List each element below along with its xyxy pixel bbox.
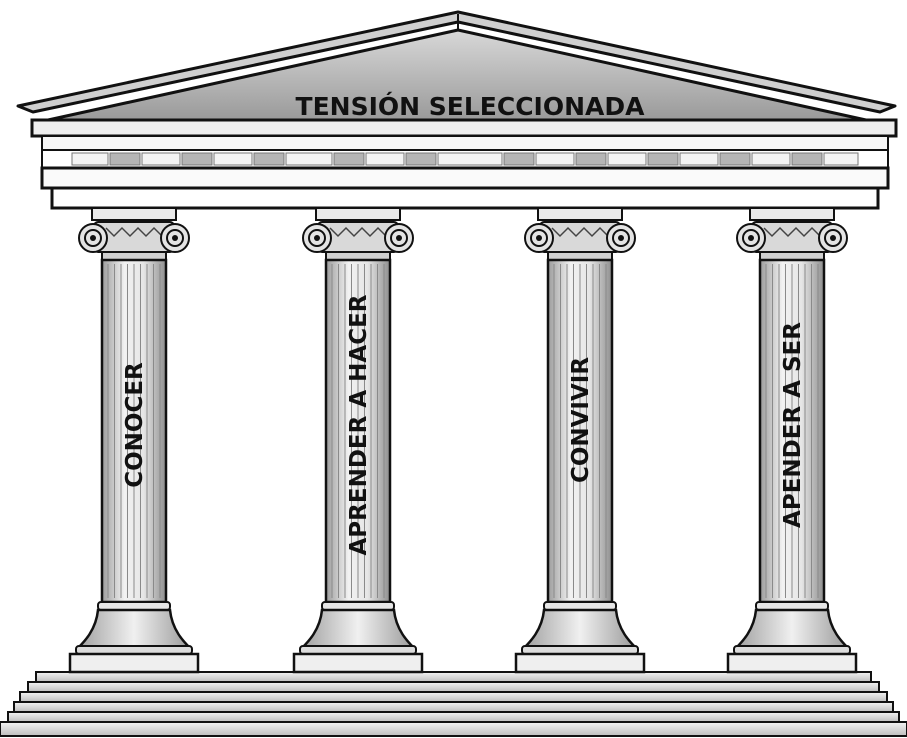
pillar-plinth: [726, 652, 858, 674]
pillar-capital-ornament: [329, 226, 387, 238]
pillar: APENDER A SER: [726, 207, 858, 674]
pillar: CONOCER: [68, 207, 200, 674]
architrave-lower: [50, 186, 880, 210]
pillar-base: [298, 608, 418, 650]
pillar-capital-ornament: [551, 226, 609, 238]
pillar-plinth: [292, 652, 424, 674]
pediment: TENSIÓN SELECCIONADA: [16, 10, 897, 122]
pillar-base: [732, 608, 852, 650]
pillar-base: [74, 608, 194, 650]
steps: [0, 671, 907, 737]
pillar-abacus: [537, 207, 623, 221]
entablature: [30, 118, 898, 210]
roof-outer: [16, 10, 897, 114]
pillar-abacus: [315, 207, 401, 221]
pillar-label: CONOCER: [122, 362, 148, 488]
pillar-capital-ornament: [105, 226, 163, 238]
pillars: CONOCER APRENDER A HACER CONVIVIR APENDER A…: [68, 207, 858, 674]
frieze-top: [41, 135, 889, 151]
pillar: APRENDER A HACER: [292, 207, 424, 674]
pillar-label: CONVIVIR: [568, 357, 594, 483]
pillar: CONVIVIR: [514, 207, 646, 674]
architrave-upper: [40, 166, 890, 190]
pillar-label: APENDER A SER: [780, 322, 806, 528]
pillar-label: APRENDER A HACER: [346, 294, 372, 555]
pillar-plinth: [68, 652, 200, 674]
pillar-base: [520, 608, 640, 650]
pillar-plinth: [514, 652, 646, 674]
pillar-abacus: [749, 207, 835, 221]
cornice: [30, 118, 898, 138]
pillar-capital-ornament: [763, 226, 821, 238]
pillar-abacus: [91, 207, 177, 221]
pediment-title: TENSIÓN SELECCIONADA: [296, 91, 646, 121]
dentils: [41, 149, 889, 169]
